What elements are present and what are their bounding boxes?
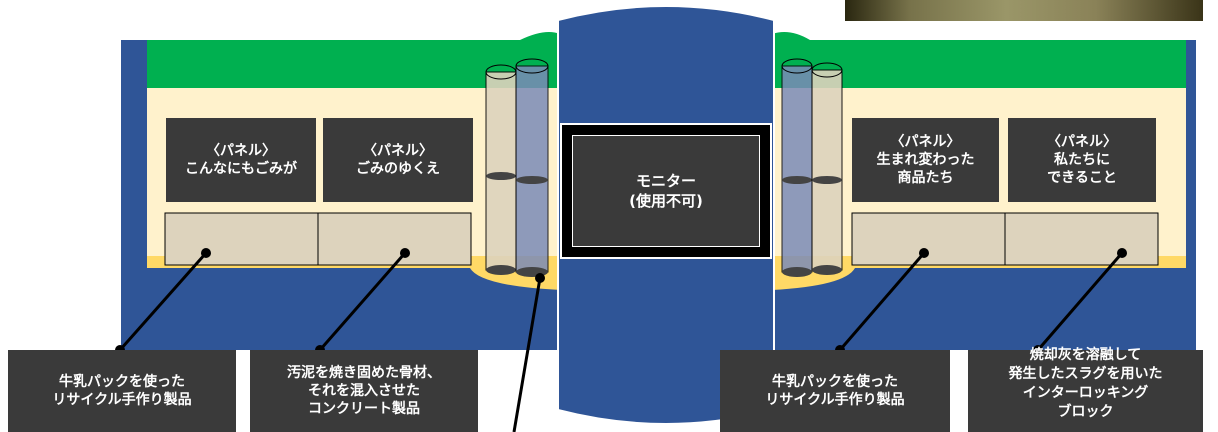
panel-4-title-2: できること (1047, 170, 1117, 186)
label-slag-block: 焼却灰を溶融して 発生したスラグを用いた インターロッキング ブロック (968, 347, 1203, 432)
label-3-line-1: 牛乳パックを使った (772, 374, 898, 390)
panel-3-title-2: 商品たち (897, 170, 954, 186)
shelf-1 (164, 212, 319, 266)
panel-4-kind: 〈パネル〉 (1047, 134, 1117, 150)
panel-3-title-1: 生まれ変わった (876, 152, 975, 168)
label-4-line-2: 発生したスラグを用いた (1008, 366, 1163, 382)
left-cylinder-2-shelf (516, 176, 548, 184)
label-2-line-1: 汚泥を焼き固めた骨材、 (287, 365, 441, 381)
label-2-line-2: それを混入させた (308, 383, 420, 399)
right-cylinder-2-bottom (812, 265, 842, 275)
panel-2-kind: 〈パネル〉 (363, 143, 433, 159)
right-green-band (772, 32, 1186, 88)
leader-dot-5 (1117, 248, 1127, 258)
panel-1-kind: 〈パネル〉 (206, 143, 276, 159)
panel-konnanimo: 〈パネル〉 こんなにもごみが (166, 118, 316, 202)
label-4-line-4: ブロック (1057, 404, 1114, 420)
label-milk-pack-right: 牛乳パックを使った リサイクル手作り製品 (720, 350, 950, 432)
label-2-line-3: コンクリート製品 (308, 401, 420, 417)
right-cylinder-1 (781, 65, 813, 273)
monitor: モニター (使用不可) (560, 123, 772, 259)
shelf-3 (851, 212, 1006, 266)
left-cylinder-1 (485, 71, 517, 271)
right-cylinder-1-top (781, 58, 813, 74)
right-cylinder-2-shelf (812, 176, 842, 184)
leader-dot-2 (400, 248, 410, 258)
label-1-line-2: リサイクル手作り製品 (52, 392, 192, 408)
label-1-line-1: 牛乳パックを使った (59, 374, 185, 390)
left-green-band (147, 32, 560, 88)
panel-3-kind: 〈パネル〉 (890, 134, 961, 150)
label-4-line-1: 焼却灰を溶融して (1029, 347, 1142, 363)
left-cylinder-2 (515, 65, 549, 273)
panel-gomi-no-yukue: 〈パネル〉 ごみのゆくえ (323, 118, 473, 202)
panel-2-title: ごみのゆくえ (356, 161, 440, 177)
right-cylinder-1-shelf (782, 176, 812, 184)
leader-line-2 (318, 252, 407, 351)
leader-dot-1 (201, 248, 211, 258)
monitor-screen: モニター (使用不可) (572, 135, 760, 247)
photo-strip (845, 0, 1203, 21)
left-cylinder-1-shelf (486, 172, 516, 180)
leader-dot-4 (919, 248, 929, 258)
panel-umarekawatta: 〈パネル〉 生まれ変わった 商品たち (852, 118, 999, 202)
leader-line-1 (118, 252, 208, 351)
right-cylinder-2-top (811, 62, 843, 78)
monitor-note: (使用不可) (629, 192, 703, 210)
panel-watashitachi: 〈パネル〉 私たちに できること (1008, 118, 1156, 202)
right-cylinder-1-bottom (782, 267, 812, 277)
leader-line-4 (838, 252, 926, 351)
label-3-line-2: リサイクル手作り製品 (765, 392, 905, 408)
shelf-2 (317, 212, 472, 266)
label-sludge-concrete: 汚泥を焼き固めた骨材、 それを混入させた コンクリート製品 (250, 350, 478, 432)
monitor-label: モニター (635, 172, 696, 190)
leader-line-5 (1036, 252, 1124, 351)
panel-4-title-1: 私たちに (1054, 152, 1110, 168)
label-milk-pack-left: 牛乳パックを使った リサイクル手作り製品 (8, 350, 236, 432)
shelf-4 (1004, 212, 1159, 266)
leader-line-3 (512, 277, 542, 432)
right-cylinder-2 (811, 69, 843, 271)
left-cylinder-2-top (515, 58, 549, 74)
leader-dot-3 (535, 273, 545, 283)
panel-1-title: こんなにもごみが (185, 161, 297, 177)
left-cylinder-1-bottom (486, 265, 516, 275)
label-4-line-3: インターロッキング (1022, 385, 1149, 401)
